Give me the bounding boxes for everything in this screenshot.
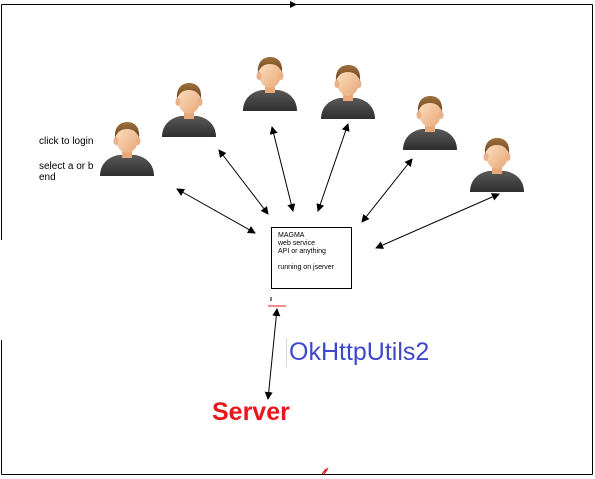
note-select-a-or-b: select a or b bbox=[39, 161, 94, 172]
web-service-box: MAGMA web service API or anything runnin… bbox=[271, 227, 352, 289]
arrow-user-5 bbox=[361, 158, 413, 223]
service-line-api: API or anything bbox=[278, 248, 326, 255]
arrow-user-2 bbox=[218, 149, 269, 215]
bottom-red-mark bbox=[321, 467, 329, 475]
frame-lines bbox=[1, 4, 593, 475]
user-avatar-icon bbox=[100, 122, 154, 176]
arrow-user-1 bbox=[176, 188, 256, 234]
user-avatar-icon bbox=[162, 83, 216, 137]
user-avatar-icon bbox=[243, 57, 297, 111]
arrow-server bbox=[264, 308, 281, 400]
service-line-magma: MAGMA bbox=[278, 232, 305, 239]
service-line-running: running on jserver bbox=[278, 264, 335, 271]
note-end: end bbox=[39, 172, 56, 183]
service-line-web-service: web service bbox=[278, 240, 315, 247]
user-avatar-icon bbox=[321, 65, 375, 119]
server-label: Server bbox=[212, 398, 290, 426]
user-avatar-icon bbox=[470, 138, 524, 192]
arrow-user-6 bbox=[375, 193, 500, 249]
okhttputils-label: OkHttpUtils2 bbox=[286, 338, 429, 367]
arrow-user-3 bbox=[269, 126, 296, 212]
frame-arrow-marker bbox=[290, 1, 297, 8]
arrow-user-4 bbox=[316, 123, 350, 212]
note-click-to-login: click to login bbox=[39, 136, 94, 147]
user-avatar-icon bbox=[403, 96, 457, 150]
